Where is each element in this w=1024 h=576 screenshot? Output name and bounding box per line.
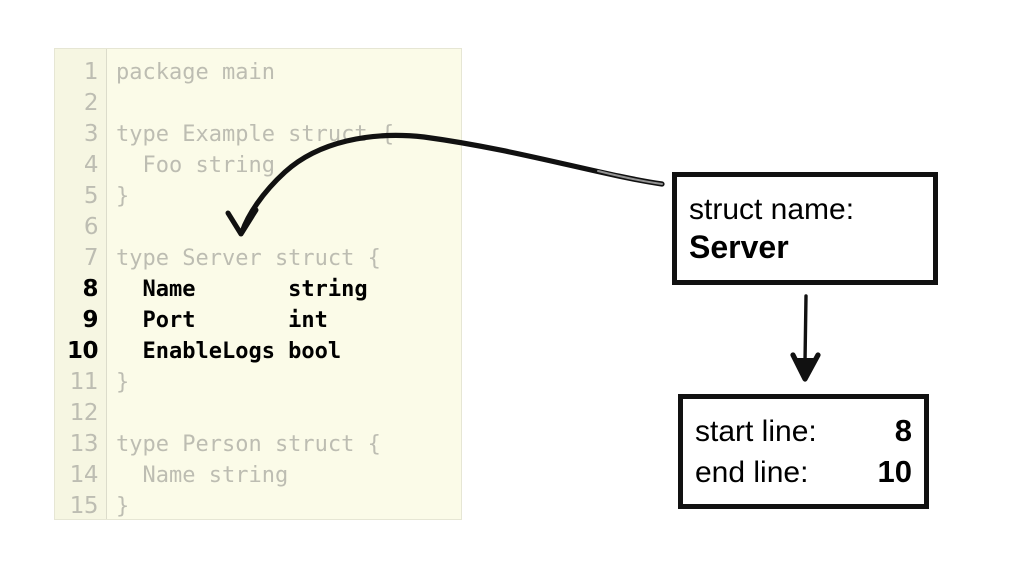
line-range-callout: start line: 8 end line: 10 <box>678 394 929 509</box>
line-source: type Person struct { <box>116 432 381 457</box>
line-source: } <box>116 184 130 209</box>
end-line-row: end line: 10 <box>695 452 912 493</box>
line-number: 6 <box>83 214 99 240</box>
code-line-row: 2 <box>55 88 461 119</box>
line-source: EnableLogs bool <box>116 339 342 364</box>
start-line-label: start line: <box>695 414 817 448</box>
line-number: 13 <box>69 431 99 457</box>
line-number: 11 <box>69 369 99 395</box>
struct-name-value: Server <box>689 228 789 265</box>
code-line-row: 6 <box>55 212 461 243</box>
line-source: package main <box>116 60 275 85</box>
code-line-row: 11 } <box>55 367 461 398</box>
line-number: 14 <box>69 462 99 488</box>
code-panel[interactable]: 1 package main 2 3 type Example struct {… <box>54 48 462 520</box>
line-source: } <box>116 370 130 395</box>
end-line-value: 10 <box>877 453 912 489</box>
code-line-row-highlighted: 8 Name string <box>55 274 461 305</box>
line-source: Name string <box>116 277 368 302</box>
line-number: 15 <box>69 493 99 519</box>
code-line-row-highlighted: 10 EnableLogs bool <box>55 336 461 367</box>
code-line-row: 15 } <box>55 491 461 519</box>
code-line-row: 14 Name string <box>55 460 461 491</box>
down-arrow-struct-to-lines <box>790 294 821 382</box>
code-line-row: 4 Foo string <box>55 150 461 181</box>
code-line-row: 7 type Server struct { <box>55 243 461 274</box>
line-source: } <box>116 494 130 519</box>
line-number: 7 <box>83 245 99 271</box>
start-line-value: 8 <box>894 412 912 448</box>
line-number: 9 <box>82 307 98 333</box>
code-lines: 1 package main 2 3 type Example struct {… <box>55 57 461 519</box>
line-source: type Server struct { <box>116 246 381 271</box>
line-number: 10 <box>66 338 99 364</box>
code-line-row: 1 package main <box>55 57 461 88</box>
line-number: 1 <box>83 59 99 85</box>
line-source: type Example struct { <box>116 122 395 147</box>
line-number: 5 <box>83 183 99 209</box>
line-source: Foo string <box>116 153 275 178</box>
line-number: 2 <box>83 90 99 116</box>
line-number: 4 <box>83 152 99 178</box>
code-line-row: 3 type Example struct { <box>55 119 461 150</box>
end-line-label: end line: <box>695 455 809 489</box>
struct-name-callout: struct name: Server <box>672 172 938 285</box>
code-line-row: 12 <box>55 398 461 429</box>
code-line-row: 13 type Person struct { <box>55 429 461 460</box>
code-line-row-highlighted: 9 Port int <box>55 305 461 336</box>
struct-name-label: struct name: <box>689 192 855 226</box>
line-number: 3 <box>83 121 99 147</box>
line-source: Port int <box>116 308 328 333</box>
line-number-gutter <box>55 49 107 519</box>
start-line-row: start line: 8 <box>695 411 912 452</box>
code-line-row: 5 } <box>55 181 461 212</box>
line-source: Name string <box>116 463 289 488</box>
line-number: 12 <box>69 400 99 426</box>
line-number: 8 <box>82 276 98 302</box>
